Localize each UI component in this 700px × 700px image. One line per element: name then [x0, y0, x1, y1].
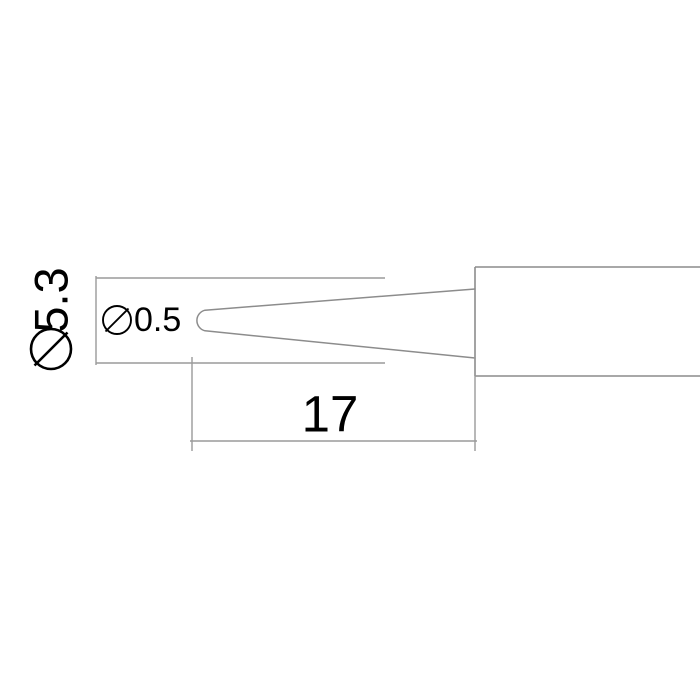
dim-53-value-text: 5.3	[25, 267, 78, 332]
dimension-tip-length	[190, 357, 477, 451]
diameter-slash	[104, 307, 130, 333]
dim-17-value-text: 17	[302, 386, 359, 443]
diameter-circle	[29, 327, 73, 371]
part-outline	[196, 266, 700, 377]
diameter-circle	[102, 305, 132, 335]
tip-profile-path	[196, 288, 476, 359]
diameter-slash	[33, 331, 69, 367]
dim-05-value-text: 0.5	[134, 301, 181, 339]
conical-tip	[196, 288, 476, 359]
dimension-shank-diameter	[95, 276, 385, 365]
diameter-symbol-53-icon	[29, 327, 73, 371]
shank-body	[474, 266, 700, 377]
diameter-symbol-05-icon	[102, 305, 132, 335]
